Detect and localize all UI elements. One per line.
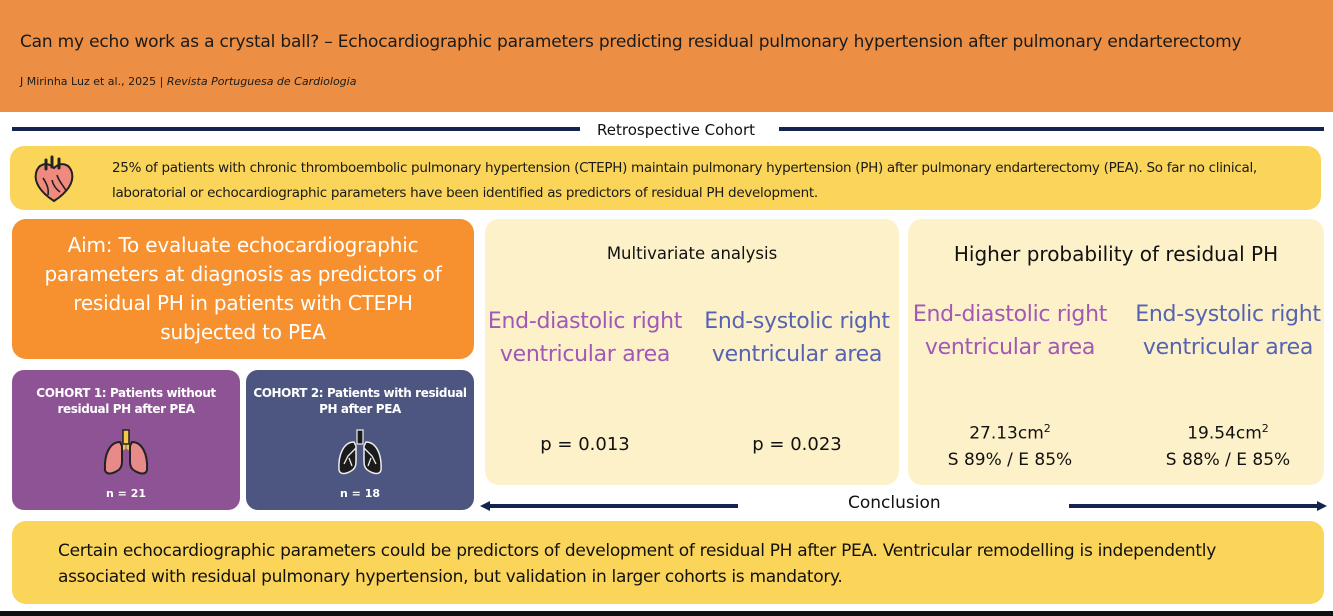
header-banner: Can my echo work as a crystal ball? – Ec… [0,0,1333,112]
cohort-2-title: COHORT 2: Patients with residual PH afte… [253,386,467,416]
probability-systolic-stats: 19.54cm2 S 88% / E 85% [1128,416,1328,473]
citation: J Mirinha Luz et al., 2025 | Revista Por… [20,75,356,88]
probability-diastolic-sens-spec: S 89% / E 85% [947,449,1073,470]
conclusion-arrow-left [480,501,738,511]
bottom-bar [0,611,1333,616]
intro-box: 25% of patients with chronic thromboembo… [10,146,1321,210]
probability-diastolic-label: End-diastolic right ventricular area [912,302,1108,360]
probability-panel: Higher probability of residual PH End-di… [908,219,1324,485]
citation-authors: J Mirinha Luz et al., 2025 [20,75,157,88]
multivariate-title: Multivariate analysis [606,244,778,263]
probability-systolic-label: End-systolic right ventricular area [1135,302,1321,360]
lungs-dark-icon [338,429,382,475]
citation-separator: | [159,75,164,88]
multivariate-systolic-label: End-systolic right ventricular area [704,309,890,367]
probability-diastolic-area: 27.13cm2 [969,422,1051,444]
cohort-1-card: COHORT 1: Patients without residual PH a… [12,370,240,510]
probability-systolic-area: 19.54cm2 [1187,422,1269,444]
conclusion-box: Certain echocardiographic parameters cou… [12,521,1324,604]
multivariate-panel: Multivariate analysis End-diastolic righ… [485,219,899,485]
multivariate-systolic-pvalue: p = 0.023 [752,434,842,455]
lungs-light-icon [103,429,149,475]
section-label-retrospective: Retrospective Cohort [597,121,755,139]
conclusion-arrow-right [1069,501,1327,511]
probability-diastolic-stats: 27.13cm2 S 89% / E 85% [910,416,1110,473]
multivariate-diastolic-pvalue: p = 0.013 [540,434,630,455]
cohort-2-count: n = 18 [339,487,380,500]
aim-text: Aim: To evaluate echocardiographic param… [44,233,442,344]
divider-left [12,127,580,131]
section-label-conclusion: Conclusion [848,493,941,513]
citation-journal: Revista Portuguesa de Cardiologia [166,75,357,88]
aim-box: Aim: To evaluate echocardiographic param… [12,219,474,359]
page-title: Can my echo work as a crystal ball? – Ec… [20,32,1242,52]
intro-text: 25% of patients with chronic thromboembo… [112,160,1257,201]
cohort-2-card: COHORT 2: Patients with residual PH afte… [246,370,474,510]
divider-right [779,127,1324,131]
probability-title: Higher probability of residual PH [953,242,1279,266]
probability-systolic-sens-spec: S 88% / E 85% [1165,449,1291,470]
cohort-1-count: n = 21 [105,487,146,500]
conclusion-text: Certain echocardiographic parameters cou… [58,541,1216,587]
multivariate-diastolic-label: End-diastolic right ventricular area [487,309,683,367]
cohort-1-title: COHORT 1: Patients without residual PH a… [36,386,216,416]
heart-icon [34,155,74,203]
